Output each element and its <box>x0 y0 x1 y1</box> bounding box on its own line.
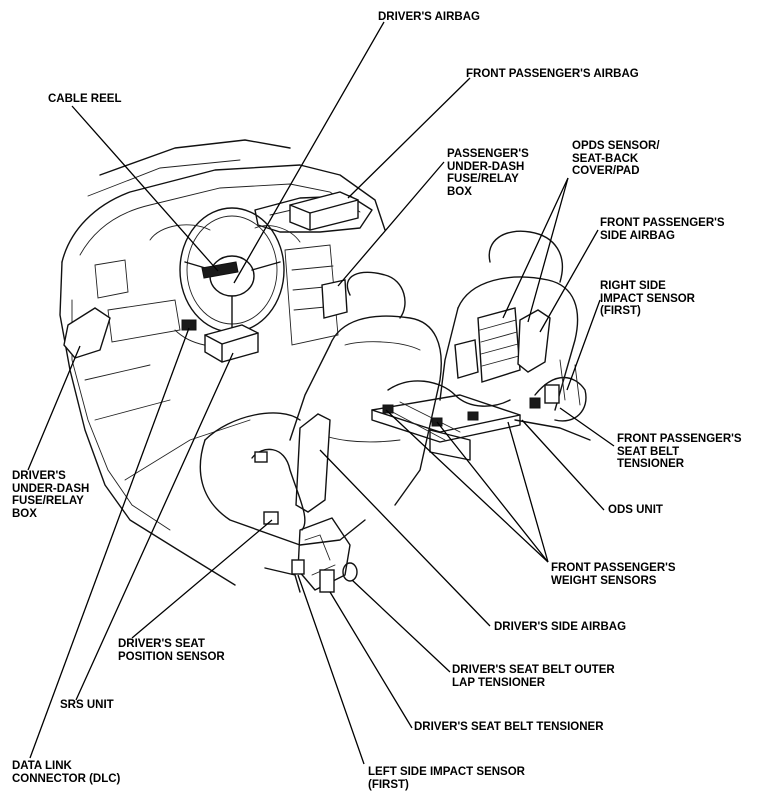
label-right-side-impact-sensor: RIGHT SIDE IMPACT SENSOR (FIRST) <box>600 280 695 317</box>
leader-ods-unit <box>521 419 605 511</box>
label-front-passengers-weight-sensors: FRONT PASSENGER'S WEIGHT SENSORS <box>551 562 676 587</box>
label-data-link-connector: DATA LINK CONNECTOR (DLC) <box>12 760 121 785</box>
label-front-passengers-seat-belt-tensioner: FRONT PASSENGER'S SEAT BELT TENSIONER <box>617 433 742 470</box>
passengers-under-dash-box-part <box>321 279 348 319</box>
cable-reel-part <box>201 261 239 279</box>
leader-cable-reel <box>71 105 219 272</box>
leader-front-passengers-airbag <box>347 77 471 199</box>
label-drivers-under-dash-box: DRIVER'S UNDER-DASH FUSE/RELAY BOX <box>12 470 90 520</box>
leader-lines <box>27 21 615 765</box>
data-link-connector-part <box>181 319 197 331</box>
leader-weight-sensor-b <box>436 421 549 563</box>
label-cable-reel: CABLE REEL <box>48 93 122 105</box>
leader-outer-lap-tensioner <box>351 579 451 673</box>
label-left-side-impact-sensor: LEFT SIDE IMPACT SENSOR (FIRST) <box>368 766 525 791</box>
label-opds-sensor: OPDS SENSOR/ SEAT-BACK COVER/PAD <box>572 140 660 177</box>
leader-data-link-connector <box>29 327 190 759</box>
leader-drivers-seat-position-sensor <box>131 519 273 639</box>
leader-opds-sensor-b <box>527 177 569 323</box>
leader-passengers-under-dash-box <box>337 161 445 287</box>
leader-srs-unit <box>75 352 234 701</box>
label-passengers-under-dash-box: PASSENGER'S UNDER-DASH FUSE/RELAY BOX <box>447 148 529 198</box>
label-ods-unit: ODS UNIT <box>608 504 663 516</box>
label-front-passengers-side-airbag: FRONT PASSENGER'S SIDE AIRBAG <box>600 217 725 242</box>
label-drivers-seat-belt-outer-lap-tensioner: DRIVER'S SEAT BELT OUTER LAP TENSIONER <box>452 664 615 689</box>
leader-front-passengers-side-airbag <box>539 229 599 333</box>
label-srs-unit: SRS UNIT <box>60 699 114 711</box>
leader-drivers-under-dash-box <box>27 345 81 471</box>
label-front-passengers-airbag: FRONT PASSENGER'S AIRBAG <box>466 68 639 80</box>
drivers-seat-illustration <box>199 271 442 593</box>
leader-weight-sensor-c <box>507 421 549 563</box>
front-passengers-airbag-part <box>289 191 359 231</box>
leader-left-side-impact-sensor <box>297 574 365 765</box>
leader-drivers-side-airbag <box>319 449 491 627</box>
dashboard-illustration <box>59 139 386 586</box>
label-drivers-airbag: DRIVER'S AIRBAG <box>378 11 480 23</box>
drivers-under-dash-fuse-box <box>63 307 111 359</box>
label-drivers-side-airbag: DRIVER'S SIDE AIRBAG <box>494 621 627 633</box>
label-drivers-seat-position-sensor: DRIVER'S SEAT POSITION SENSOR <box>118 638 225 663</box>
leader-drivers-seat-belt-tensioner <box>329 591 413 729</box>
leader-weight-sensor-a <box>385 409 549 563</box>
leader-right-side-impact-sensor <box>566 299 601 391</box>
leader-drivers-airbag <box>233 21 385 284</box>
front-passengers-seat-illustration <box>371 230 591 461</box>
leader-front-passengers-seat-belt-tensioner <box>559 407 615 447</box>
leader-opds-sensor-a <box>502 177 569 319</box>
srs-unit-part <box>204 324 259 363</box>
label-drivers-seat-belt-tensioner: DRIVER'S SEAT BELT TENSIONER <box>414 721 604 733</box>
